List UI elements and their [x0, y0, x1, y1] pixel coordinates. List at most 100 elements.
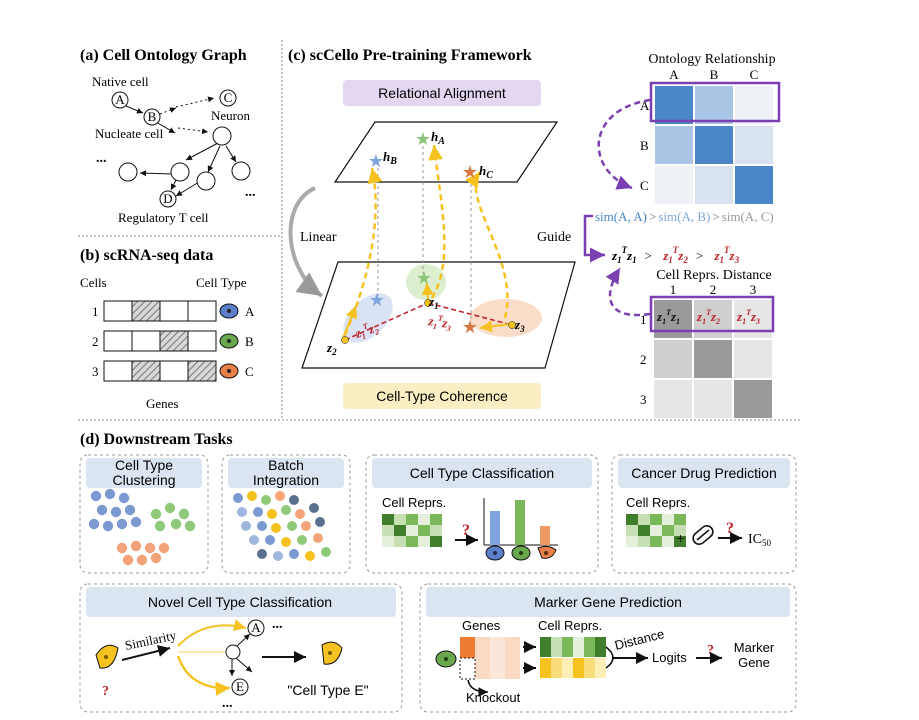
node-left	[118, 162, 138, 182]
gene-cell	[187, 330, 217, 352]
genes-label: Genes	[146, 396, 179, 411]
row-index: 1	[92, 304, 99, 319]
grid-cell	[626, 525, 638, 536]
gene-cell	[103, 360, 133, 382]
gene-cell	[131, 330, 161, 352]
z1-label: z1	[428, 294, 439, 311]
panel-c-title: (c) scCello Pre-training Framework	[288, 47, 532, 64]
grid-cell	[540, 637, 551, 657]
grid-cell	[460, 637, 475, 658]
distance-col-label: 3	[750, 282, 757, 297]
cluster-dot	[90, 490, 102, 502]
grid-cell	[475, 658, 490, 679]
cluster-dot	[150, 508, 162, 520]
ontology-cell	[735, 126, 773, 164]
row-index: 2	[92, 334, 99, 349]
grid-cell	[626, 514, 638, 525]
batch-dots	[233, 491, 331, 561]
classification-grid	[382, 514, 442, 547]
grid-cell	[595, 637, 606, 657]
cluster-dot	[110, 506, 122, 518]
panel-a-title: (a) Cell Ontology Graph	[80, 47, 247, 64]
logits-label: Logits	[652, 650, 687, 665]
grid-cell	[584, 658, 595, 678]
grid-cell	[595, 658, 606, 678]
star-orange-lower: ★	[462, 317, 478, 337]
grid-cell	[573, 658, 584, 678]
grid-cell	[573, 637, 584, 657]
grid-cell	[382, 514, 394, 525]
grid-cell	[662, 514, 674, 525]
grid-cell	[674, 525, 686, 536]
grid-cell	[650, 536, 662, 547]
node-d	[159, 190, 177, 208]
classification-bar-chart	[483, 498, 558, 546]
classification-cells	[485, 545, 557, 561]
grid-cell	[674, 514, 686, 525]
ontology-cell	[695, 126, 733, 164]
grid-cell	[430, 536, 442, 547]
grid-cell	[551, 637, 562, 657]
star-blue-upper: ★	[368, 151, 384, 171]
marker-title: Marker Gene Prediction	[534, 594, 682, 610]
plus-sign: +	[676, 531, 685, 548]
ontology-row-label: C	[640, 178, 649, 193]
novel-question: ?	[102, 684, 109, 699]
batch-dot	[233, 493, 243, 503]
grid-cell	[662, 536, 674, 547]
batch-dot	[261, 495, 271, 505]
cluster-dot	[154, 520, 166, 532]
h-b-label: hB	[383, 149, 397, 167]
gene-cell	[159, 300, 189, 322]
gene-cell	[103, 330, 133, 352]
distance-formula: z1Tz2	[696, 308, 720, 326]
classification-cell-reprs: Cell Reprs.	[382, 495, 446, 510]
batch-dot	[253, 507, 263, 517]
h-c-label: hC	[479, 163, 493, 181]
cluster-dot	[184, 520, 196, 532]
novel-node-a	[247, 619, 265, 637]
grid-cell	[382, 536, 394, 547]
ontology-highlight	[649, 81, 781, 123]
ontology-title: Ontology Relationship	[648, 52, 775, 67]
z1z2-edge-label: z1Tz2	[352, 319, 380, 344]
batch-dot	[281, 537, 291, 547]
node-b-label: B	[148, 109, 157, 124]
cluster-dot	[102, 520, 114, 532]
grid-cell	[418, 514, 430, 525]
cell-type-letter: C	[245, 364, 254, 379]
batch-dot	[315, 517, 325, 527]
star-orange-upper: ★	[462, 162, 478, 182]
batch-dot	[301, 521, 311, 531]
cluster-dot	[164, 502, 176, 514]
distance-row-label: 2	[640, 352, 647, 367]
grid-cell	[662, 525, 674, 536]
novel-ellipsis-bottom: ...	[222, 696, 233, 711]
cluster-dot	[122, 554, 134, 566]
batch-dot	[309, 503, 319, 513]
ontology-row-label: B	[640, 138, 649, 153]
batch-dot	[287, 521, 297, 531]
marker-genes-label: Genes	[462, 618, 501, 633]
novel-cell-right	[321, 641, 343, 665]
star-green-upper: ★	[415, 129, 431, 149]
grid-cell	[505, 658, 520, 679]
cell-type-label: Cell Type	[196, 275, 247, 290]
cells-label: Cells	[80, 275, 107, 290]
drug-cell-reprs: Cell Reprs.	[626, 495, 690, 510]
grid-cell	[584, 637, 595, 657]
node-c-label: C	[224, 90, 233, 105]
batch-dot	[265, 535, 275, 545]
grid-cell	[430, 525, 442, 536]
grid-cell	[418, 536, 430, 547]
node-b	[143, 108, 161, 126]
classification-title: Cell Type Classification	[410, 465, 554, 481]
novel-title: Novel Cell Type Classification	[148, 594, 332, 610]
cell-type-coherence-box	[343, 383, 541, 409]
